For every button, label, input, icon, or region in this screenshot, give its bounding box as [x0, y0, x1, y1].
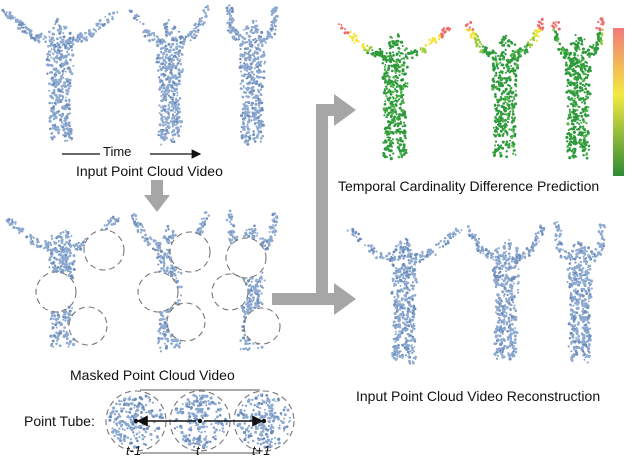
prediction-caption: Temporal Cardinality Difference Predicti…: [338, 178, 600, 194]
tube-frame-2: [169, 390, 231, 452]
branch-arrow: [272, 94, 356, 315]
masked-frame-1: [5, 215, 125, 348]
masked-point-cloud-frames: [5, 209, 281, 353]
input-frame-2: [128, 4, 210, 146]
reconstruction-point-cloud-frames: [346, 220, 607, 365]
mask-circle: [137, 271, 179, 313]
mask-circle: [35, 271, 77, 313]
input-frame-3: [225, 4, 279, 146]
reconstruction-frame-2: [466, 224, 546, 361]
down-arrow: [144, 180, 170, 212]
prediction-point-cloud-frames: [338, 17, 605, 161]
prediction-frame-1: [338, 23, 452, 161]
tube-center-dot-right: [261, 418, 267, 424]
mask-circle: [225, 237, 267, 279]
reconstruction-caption: Input Point Cloud Video Reconstruction: [356, 388, 601, 404]
masked-frame-2: [130, 211, 211, 353]
heat-colorbar: [613, 28, 624, 176]
mask-circle: [68, 306, 108, 346]
prediction-frame-3: [551, 17, 605, 160]
masked-frame-3: [211, 209, 281, 352]
mask-circle: [169, 231, 211, 273]
input-caption: Input Point Cloud Video: [76, 163, 223, 179]
time-label: Time: [103, 144, 132, 159]
tube-outline: [133, 389, 267, 454]
reconstruction-frame-3: [553, 220, 607, 364]
input-point-cloud-frames: [1, 4, 279, 146]
mask-circle: [243, 307, 281, 345]
tube-label-t: t: [196, 443, 200, 458]
prediction-frame-2: [464, 17, 545, 159]
input-frame-1: [1, 8, 119, 143]
tube-label-t-minus-1: t-1: [126, 443, 142, 458]
tube-center-dot-left: [133, 418, 139, 424]
tube-center-dot: [197, 418, 203, 424]
point-tube-caption: Point Tube:: [24, 413, 95, 429]
mask-circle: [83, 229, 125, 271]
mask-circle: [211, 273, 249, 311]
tube-label-t-plus-1: t+1: [252, 443, 271, 458]
masked-caption: Masked Point Cloud Video: [70, 367, 235, 383]
reconstruction-frame-1: [346, 227, 463, 365]
mask-circle: [166, 302, 206, 342]
